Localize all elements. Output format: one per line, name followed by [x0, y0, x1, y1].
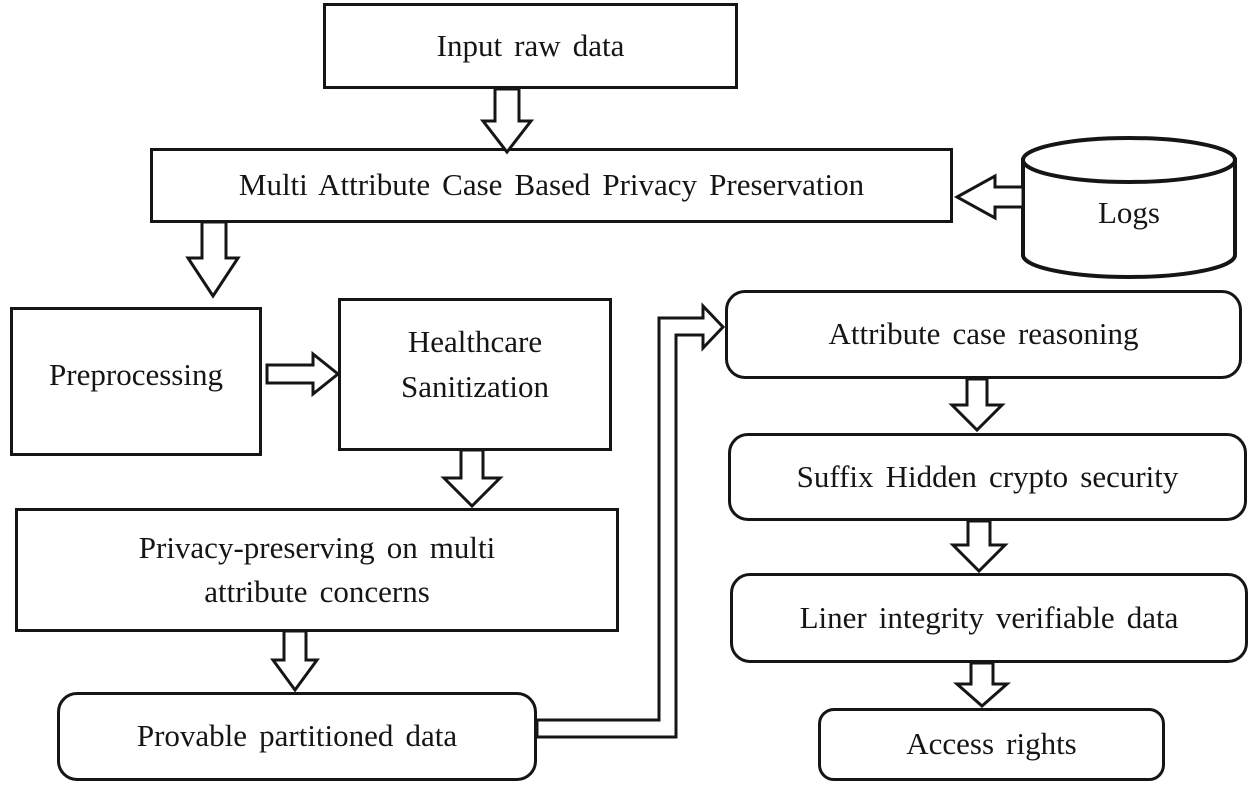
node-privacy-preserving-multi-attribute-concerns: Privacy-preserving on multi attribute co…	[15, 508, 619, 632]
node-provable-partitioned-data: Provable partitioned data	[57, 692, 537, 781]
arrow-preprocessing-to-healthcare	[265, 350, 341, 398]
arrow-healthcare-to-privacy	[440, 448, 504, 509]
node-suffix-hidden-crypto-security: Suffix Hidden crypto security	[728, 433, 1247, 521]
arrow-input-to-macbpp	[479, 87, 535, 155]
node-access-rights: Access rights	[818, 708, 1165, 781]
node-input-raw-data: Input raw data	[323, 3, 738, 89]
arrow-liner-to-access	[953, 661, 1011, 708]
node-attribute-case-reasoning: Attribute case reasoning	[725, 290, 1242, 379]
arrow-logs-to-macbpp	[953, 173, 1025, 221]
arrow-suffix-to-liner	[949, 519, 1009, 574]
arrow-macbpp-to-preprocessing	[185, 220, 241, 299]
arrow-privacy-to-provable	[270, 629, 320, 693]
arrow-attribute-case-to-suffix	[948, 377, 1006, 433]
node-healthcare-sanitization: Healthcare Sanitization	[338, 298, 612, 451]
node-liner-integrity-verifiable-data: Liner integrity verifiable data	[730, 573, 1248, 663]
node-logs-label: Logs	[1098, 194, 1160, 230]
node-preprocessing: Preprocessing	[10, 307, 262, 456]
node-multi-attribute-case-based-privacy-preservation: Multi Attribute Case Based Privacy Prese…	[150, 148, 953, 223]
